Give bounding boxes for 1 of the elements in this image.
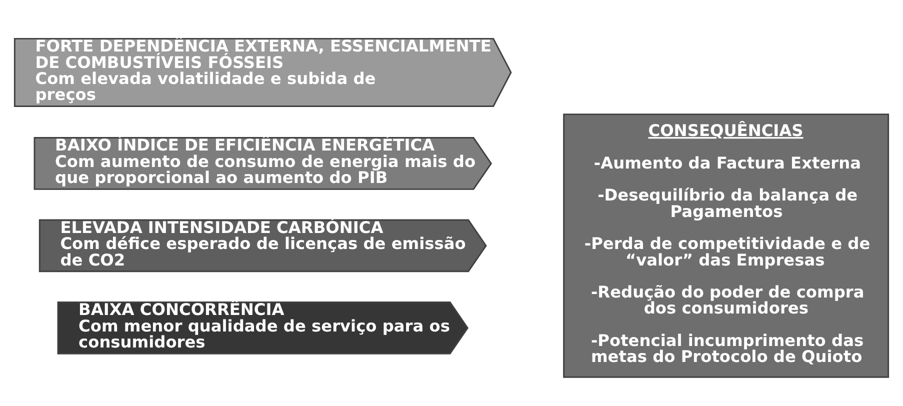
- node-box: CONSEQUÊNCIAS -Aumento da Factura Externa -Desequilíbrio da balança de Pagamentos -Perda de competitividade e de “valor” das Empresas -Redução do poder de compra dos consumidores -Potencial incumprimento das metas do Protocolo de Quioto: [563, 113, 890, 378]
